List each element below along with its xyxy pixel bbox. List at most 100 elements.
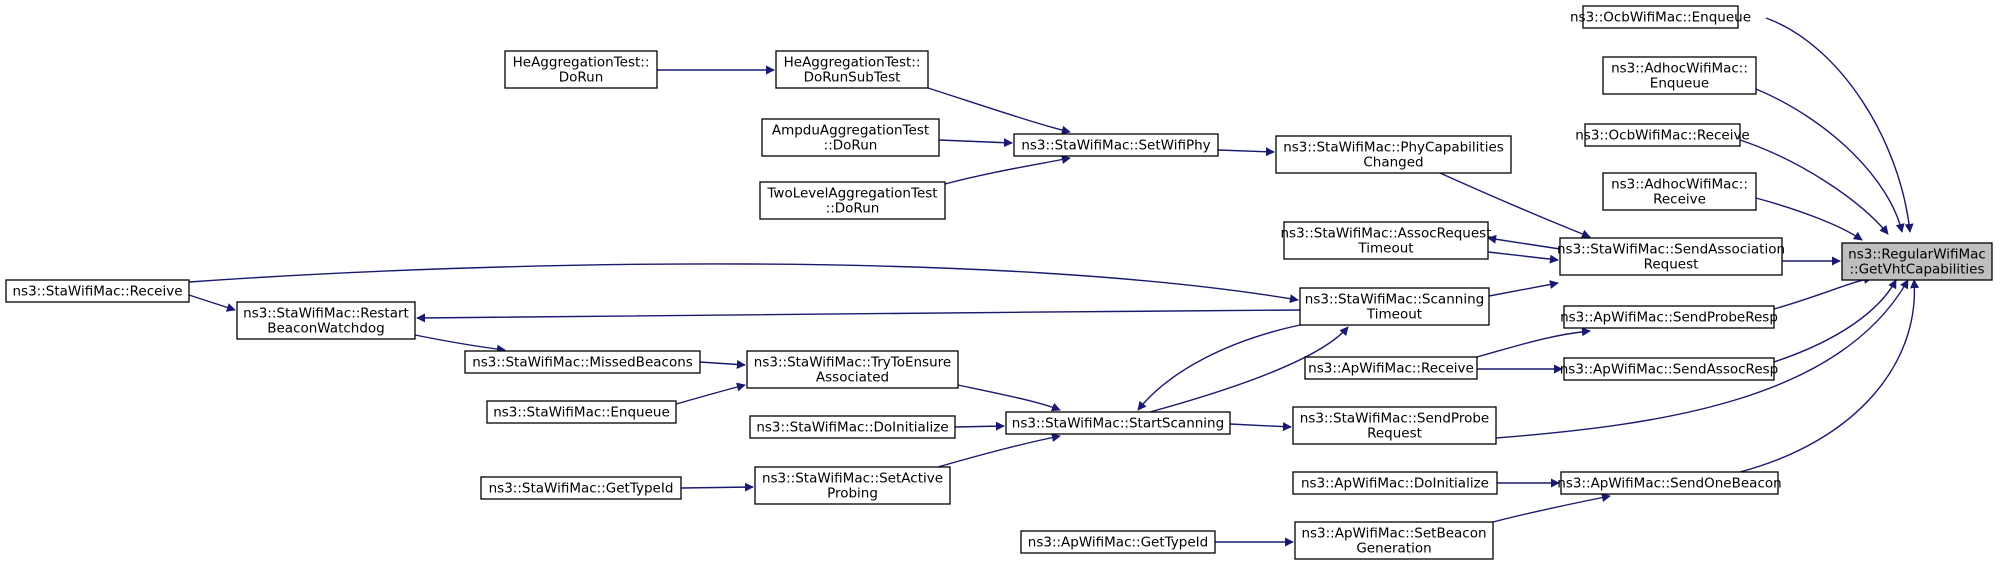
- node-box: [1013, 133, 1219, 157]
- edge-sta_sendassoc-to-sta_assoctimeout: [1487, 234, 1561, 250]
- node-ap-sendonebeacon[interactable]: ns3::ApWifiMac::SendOneBeacon: [1557, 471, 1782, 495]
- node-label-line: ns3::ApWifiMac::GetTypeId: [1028, 535, 1208, 551]
- node-twolevel-dorun[interactable]: TwoLevelAggregationTest::DoRun: [759, 181, 946, 220]
- node-box: [1841, 242, 1993, 281]
- node-box: [1602, 56, 1757, 95]
- node-box: [1275, 135, 1512, 174]
- node-sta-receive[interactable]: ns3::StaWifiMac::Receive: [5, 279, 190, 303]
- node-ap-sendproberesp[interactable]: ns3::ApWifiMac::SendProbeResp: [1560, 305, 1778, 329]
- edge-adhoc_enqueue-to-focus: [1755, 88, 1905, 233]
- node-label-line: ns3::StaWifiMac::SendProbe: [1300, 411, 1489, 427]
- node-sta-enqueue[interactable]: ns3::StaWifiMac::Enqueue: [486, 400, 677, 424]
- node-label-line: AmpduAggregationTest: [772, 123, 929, 139]
- edge-arrow: [957, 384, 1061, 412]
- node-label-line: DoRun: [559, 70, 604, 86]
- node-ocb-enqueue[interactable]: ns3::OcbWifiMac::Enqueue: [1570, 5, 1751, 29]
- node-label-line: ns3::ApWifiMac::SendOneBeacon: [1557, 476, 1781, 492]
- node-sta-gettypeid[interactable]: ns3::StaWifiMac::GetTypeId: [480, 476, 682, 500]
- edge-arrow: [675, 382, 746, 405]
- edge-ap_sendonebeacon-to-focus: [1739, 279, 1920, 473]
- node-box: [1283, 221, 1489, 260]
- node-box: [486, 400, 677, 424]
- node-label-line: Changed: [1363, 155, 1423, 171]
- node-label-line: ns3::StaWifiMac::Enqueue: [493, 405, 670, 421]
- node-label-line: ns3::OcbWifiMac::Receive: [1575, 128, 1750, 144]
- edge-sta_setactive-to-sta_startscan: [937, 433, 1061, 468]
- edge-sta_enqueue-to-sta_trytoensure: [675, 382, 746, 405]
- node-box: [1559, 237, 1783, 276]
- node-adhoc-enqueue[interactable]: ns3::AdhocWifiMac::Enqueue: [1602, 56, 1757, 95]
- node-label-line: Associated: [816, 370, 889, 386]
- edge-arrow: [1487, 251, 1559, 264]
- node-label-line: ns3::StaWifiMac::AssocRequest: [1281, 226, 1492, 242]
- edge-arrow: [1439, 172, 1591, 239]
- node-label-line: ns3::StaWifiMac::MissedBeacons: [472, 355, 693, 371]
- edge-arrow: [1739, 279, 1920, 473]
- node-label-line: ns3::StaWifiMac::StartScanning: [1012, 416, 1224, 432]
- edge-arrow: [1739, 139, 1889, 235]
- node-ap-sendassocresp[interactable]: ns3::ApWifiMac::SendAssocResp: [1560, 357, 1779, 381]
- nodes-layer: ns3::RegularWifiMac::GetVhtCapabilitiesn…: [5, 5, 1993, 560]
- edge-sta_receive-to-sta_scantimeout: [188, 263, 1299, 304]
- node-label-line: HeAggregationTest::: [513, 55, 650, 71]
- edge-arrow: [937, 433, 1061, 468]
- edge-ap_receive-to-ap_sendproberesp: [1476, 327, 1591, 358]
- edge-he_dorunsub-to-sta_setwifiphy: [927, 87, 1071, 135]
- edge-arrow: [1755, 88, 1905, 233]
- node-he-dorun[interactable]: HeAggregationTest::DoRun: [504, 50, 658, 89]
- node-ocb-receive[interactable]: ns3::OcbWifiMac::Receive: [1575, 123, 1750, 147]
- node-label-line: ns3::ApWifiMac::SetBeacon: [1301, 526, 1486, 542]
- edge-arrow: [1495, 279, 1909, 439]
- node-label-line: Request: [1367, 426, 1422, 442]
- node-label-line: ns3::ApWifiMac::SendProbeResp: [1560, 310, 1778, 326]
- edge-sta_gettypeid-to-sta_setactive: [680, 482, 754, 492]
- node-sta-doinit[interactable]: ns3::StaWifiMac::DoInitialize: [749, 415, 956, 439]
- edge-arrow: [1476, 327, 1591, 358]
- edge-arrow: [1487, 234, 1561, 250]
- node-sta-startscan[interactable]: ns3::StaWifiMac::StartScanning: [1005, 411, 1231, 435]
- node-box: [746, 350, 959, 389]
- node-sta-missedbeacons[interactable]: ns3::StaWifiMac::MissedBeacons: [464, 350, 701, 374]
- node-box: [759, 181, 946, 220]
- edge-arrow: [1137, 324, 1301, 411]
- node-adhoc-receive[interactable]: ns3::AdhocWifiMac::Receive: [1602, 172, 1757, 211]
- node-box: [1582, 5, 1739, 29]
- node-focus[interactable]: ns3::RegularWifiMac::GetVhtCapabilities: [1841, 242, 1993, 281]
- edge-arrow: [1765, 17, 1914, 233]
- node-label-line: Enqueue: [1650, 76, 1709, 92]
- edge-twolevel_dorun-to-sta_setwifiphy: [944, 155, 1071, 185]
- node-ap-receive[interactable]: ns3::ApWifiMac::Receive: [1304, 356, 1478, 380]
- node-box: [1563, 357, 1775, 381]
- edge-sta_assoctimeout-to-sta_sendassoc: [1487, 251, 1559, 264]
- node-box: [761, 118, 940, 157]
- node-label-line: Receive: [1653, 192, 1706, 208]
- edge-sta_scantimeout-to-sta_startscan: [1137, 324, 1301, 411]
- edge-sta_missedbeacons-to-sta_trytoensure: [699, 359, 746, 369]
- node-sta-setwifiphy[interactable]: ns3::StaWifiMac::SetWifiPhy: [1013, 133, 1219, 157]
- node-label-line: Generation: [1356, 541, 1431, 557]
- edge-sta_startscan-to-sta_sendprobereq: [1229, 422, 1292, 432]
- node-label-line: Timeout: [1357, 241, 1413, 257]
- node-ap-doinit[interactable]: ns3::ApWifiMac::DoInitialize: [1292, 471, 1498, 495]
- node-box: [480, 476, 682, 500]
- edge-sta_restart-to-sta_missedbeacons: [414, 334, 506, 354]
- node-label-line: ns3::StaWifiMac::DoInitialize: [756, 420, 948, 436]
- node-ampdu-dorun[interactable]: AmpduAggregationTest::DoRun: [761, 118, 940, 157]
- edge-arrow: [1773, 279, 1897, 363]
- node-label-line: ns3::StaWifiMac::SetActive: [762, 471, 943, 487]
- edge-ap_setbeacon-to-ap_sendonebeacon: [1492, 493, 1611, 523]
- node-ap-gettypeid[interactable]: ns3::ApWifiMac::GetTypeId: [1020, 530, 1216, 554]
- edge-arrow: [680, 482, 754, 492]
- node-he-dorunsub[interactable]: HeAggregationTest::DoRunSubTest: [775, 50, 929, 89]
- edge-arrow: [1755, 197, 1863, 241]
